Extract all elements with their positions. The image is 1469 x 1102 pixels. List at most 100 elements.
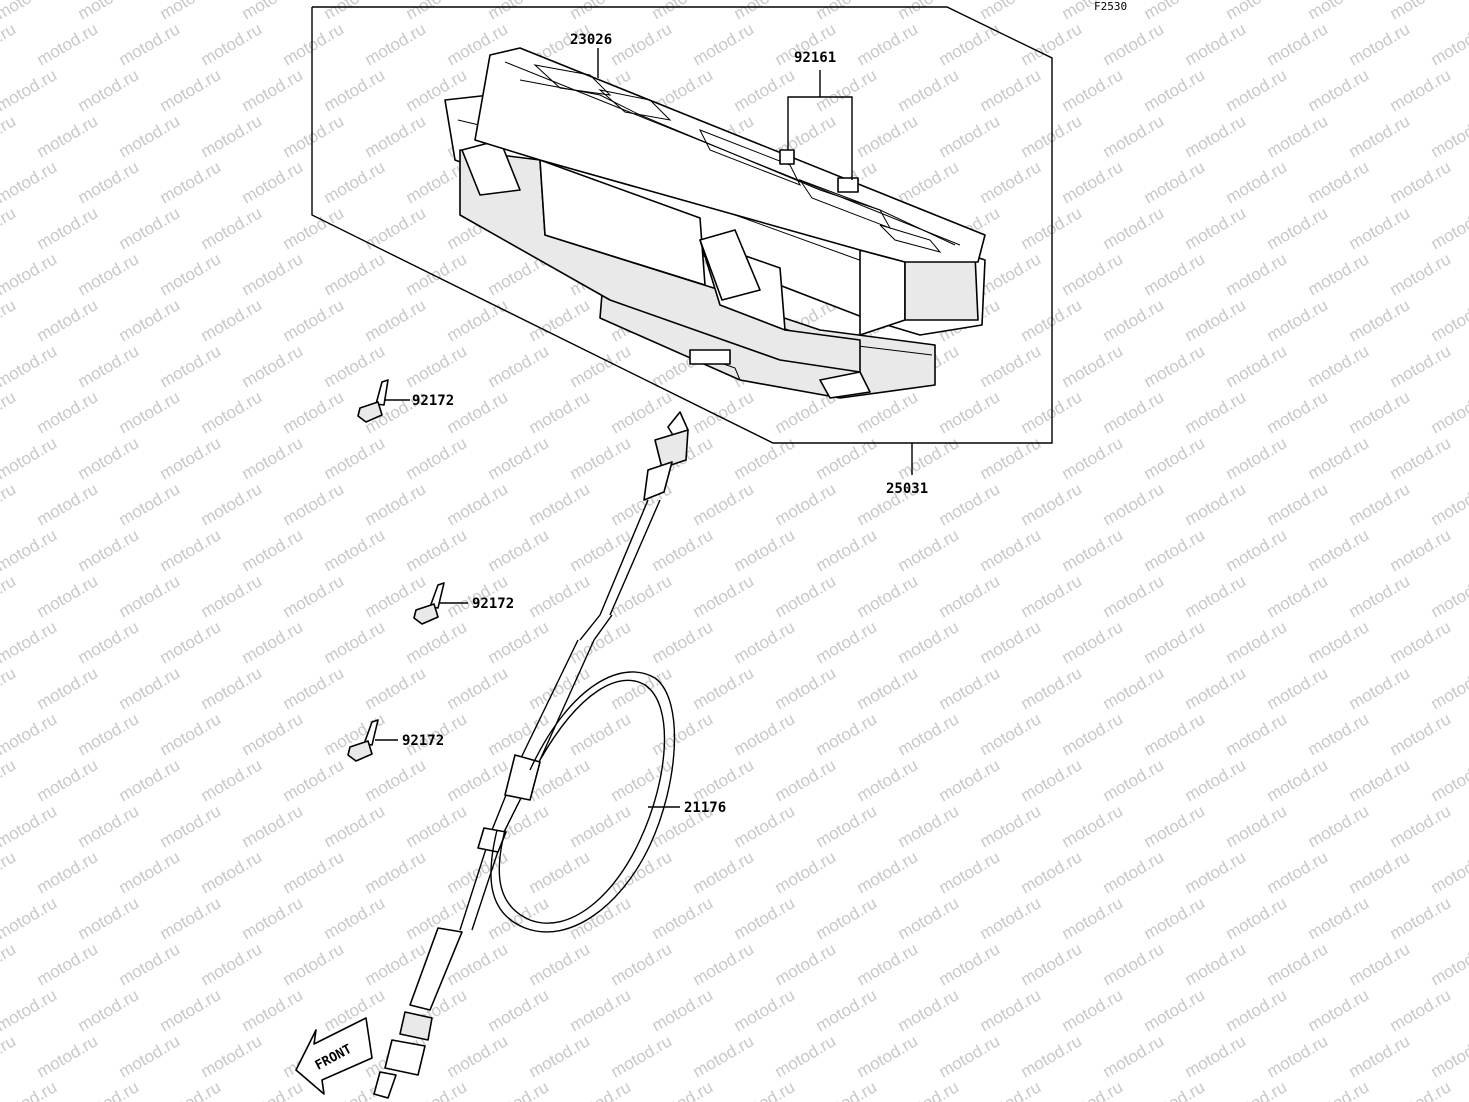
watermark-text: motod.ru	[813, 985, 881, 1035]
watermark-text: motod.ru	[1141, 1077, 1209, 1102]
watermark-text: motod.ru	[1100, 663, 1168, 713]
watermark-text: motod.ru	[936, 19, 1004, 69]
watermark-text: motod.ru	[1223, 157, 1291, 207]
watermark-text: motod.ru	[936, 663, 1004, 713]
watermark-text: motod.ru	[567, 0, 635, 23]
watermark-text: motod.ru	[485, 617, 553, 667]
watermark-text: motod.ru	[1059, 249, 1127, 299]
watermark-text: motod.ru	[0, 65, 60, 115]
watermark-text: motod.ru	[567, 1077, 635, 1102]
watermark-text: motod.ru	[895, 709, 963, 759]
watermark-text: motod.ru	[813, 0, 881, 23]
watermark-text: motod.ru	[0, 341, 60, 391]
watermark-text: motod.ru	[280, 847, 348, 897]
watermark-text: motod.ru	[1059, 893, 1127, 943]
watermark-text: motod.ru	[198, 571, 266, 621]
watermark-text: motod.ru	[1223, 525, 1291, 575]
watermark-text: motod.ru	[895, 617, 963, 667]
watermark-text: motod.ru	[608, 387, 676, 437]
watermark-text: motod.ru	[280, 755, 348, 805]
watermark-text: motod.ru	[895, 893, 963, 943]
watermark-text: motod.ru	[157, 985, 225, 1035]
watermark-text: motod.ru	[239, 893, 307, 943]
watermark-text: motod.ru	[1428, 571, 1469, 621]
watermark-text: motod.ru	[690, 19, 758, 69]
watermark-text: motod.ru	[403, 433, 471, 483]
watermark-text: motod.ru	[813, 709, 881, 759]
watermark-text: motod.ru	[731, 525, 799, 575]
watermark-text: motod.ru	[403, 0, 471, 23]
watermark-text: motod.ru	[239, 985, 307, 1035]
watermark-text: motod.ru	[0, 1031, 19, 1081]
watermark-text: motod.ru	[1346, 1031, 1414, 1081]
watermark-text: motod.ru	[1428, 203, 1469, 253]
watermark-text: motod.ru	[690, 663, 758, 713]
watermark-text: motod.ru	[567, 525, 635, 575]
watermark-text: motod.ru	[198, 203, 266, 253]
watermark-text: motod.ru	[1059, 709, 1127, 759]
watermark-text: motod.ru	[936, 847, 1004, 897]
watermark-text: motod.ru	[198, 755, 266, 805]
watermark-text: motod.ru	[75, 341, 143, 391]
watermark-text: motod.ru	[1100, 203, 1168, 253]
watermark-text: motod.ru	[1387, 709, 1455, 759]
watermark-text: motod.ru	[567, 433, 635, 483]
callout-23026: 23026	[570, 32, 612, 48]
watermark-text: motod.ru	[813, 1077, 881, 1102]
watermark-text: motod.ru	[690, 939, 758, 989]
watermark-text: motod.ru	[1018, 939, 1086, 989]
watermark-text: motod.ru	[1387, 893, 1455, 943]
watermark-text: motod.ru	[731, 1077, 799, 1102]
watermark-text: motod.ru	[567, 801, 635, 851]
watermark-text: motod.ru	[239, 1077, 307, 1102]
watermark-text: motod.ru	[731, 801, 799, 851]
watermark-text: motod.ru	[0, 19, 19, 69]
callout-25031: 25031	[886, 481, 928, 497]
watermark-text: motod.ru	[526, 1031, 594, 1081]
screw-3-drawing	[347, 719, 398, 762]
watermark-text: motod.ru	[34, 939, 102, 989]
watermark-text: motod.ru	[0, 709, 60, 759]
watermark-text: motod.ru	[239, 65, 307, 115]
watermark-text: motod.ru	[0, 1077, 60, 1102]
watermark-text: motod.ru	[1182, 111, 1250, 161]
watermark-text: motod.ru	[280, 479, 348, 529]
watermark-text: motod.ru	[977, 341, 1045, 391]
watermark-text: motod.ru	[34, 663, 102, 713]
watermark-text: motod.ru	[75, 985, 143, 1035]
watermark-text: motod.ru	[280, 663, 348, 713]
watermark-text: motod.ru	[1346, 203, 1414, 253]
watermark-text: motod.ru	[567, 893, 635, 943]
watermark-text: motod.ru	[75, 709, 143, 759]
watermark-text: motod.ru	[239, 341, 307, 391]
watermark-text: motod.ru	[1264, 1031, 1332, 1081]
assembly-boundary	[311, 6, 1053, 444]
watermark-text: motod.ru	[362, 847, 430, 897]
watermark-text: motod.ru	[157, 1077, 225, 1102]
callout-92172-3: 92172	[402, 733, 444, 749]
watermark-text: motod.ru	[1182, 295, 1250, 345]
watermark-text: motod.ru	[813, 65, 881, 115]
front-arrow: FRONT	[295, 1017, 373, 1095]
watermark-text: motod.ru	[731, 893, 799, 943]
watermark-text: motod.ru	[1100, 755, 1168, 805]
watermark-text: motod.ru	[116, 1031, 184, 1081]
watermark-text: motod.ru	[280, 939, 348, 989]
watermark-text: motod.ru	[854, 755, 922, 805]
watermark-text: motod.ru	[854, 663, 922, 713]
watermark-text: motod.ru	[1387, 157, 1455, 207]
watermark-text: motod.ru	[526, 663, 594, 713]
watermark-text: motod.ru	[157, 249, 225, 299]
watermark-text: motod.ru	[485, 709, 553, 759]
watermark-text: motod.ru	[526, 387, 594, 437]
watermark-text: motod.ru	[1387, 341, 1455, 391]
watermark-text: motod.ru	[1059, 801, 1127, 851]
watermark-text: motod.ru	[34, 1031, 102, 1081]
watermark-text: motod.ru	[977, 157, 1045, 207]
watermark-text: motod.ru	[157, 801, 225, 851]
watermark-text: motod.ru	[157, 525, 225, 575]
watermark-text: motod.ru	[403, 525, 471, 575]
watermark-text: motod.ru	[977, 801, 1045, 851]
watermark-text: motod.ru	[1182, 203, 1250, 253]
